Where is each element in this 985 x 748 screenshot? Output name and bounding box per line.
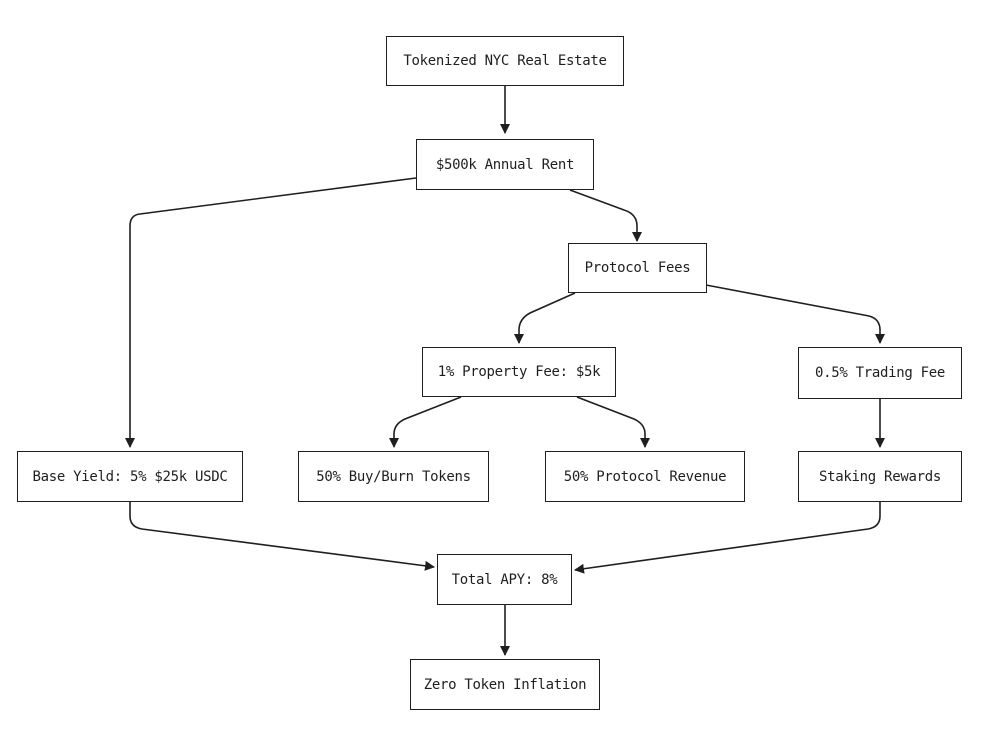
node-label: Tokenized NYC Real Estate <box>403 53 607 69</box>
edge-base-yield-to-total-apy <box>129 502 435 571</box>
node-protocol-fees: Protocol Fees <box>568 243 707 293</box>
node-zero-token-inflation: Zero Token Inflation <box>410 659 600 710</box>
edge-property-fee-to-protocol-revenue <box>576 396 650 448</box>
node-label: Base Yield: 5% $25k USDC <box>32 468 228 485</box>
node-staking-rewards: Staking Rewards <box>798 451 962 502</box>
node-protocol-revenue: 50% Protocol Revenue <box>545 451 745 502</box>
node-base-yield: Base Yield: 5% $25k USDC <box>17 451 243 502</box>
node-buy-burn-tokens: 50% Buy/Burn Tokens <box>298 451 489 502</box>
edge-protocol-fees-to-trading-fee <box>705 284 885 344</box>
node-label: $500k Annual Rent <box>435 156 575 173</box>
node-trading-fee: 0.5% Trading Fee <box>798 347 962 399</box>
edge-annual-rent-to-protocol-fees <box>569 189 642 242</box>
node-tokenized-nyc-real-estate: Tokenized NYC Real Estate <box>386 36 624 86</box>
edge-staking-rewards-to-total-apy <box>574 502 881 574</box>
edge-protocol-fees-to-property-fee <box>514 292 576 344</box>
edge-property-fee-to-buy-burn <box>389 396 462 448</box>
node-label: Zero Token Inflation <box>423 676 587 693</box>
node-label: Staking Rewards <box>819 468 941 485</box>
node-label: 1% Property Fee: $5k <box>437 364 601 380</box>
node-property-fee: 1% Property Fee: $5k <box>422 347 616 397</box>
node-label: Total APY: 8% <box>451 571 558 588</box>
node-label: 0.5% Trading Fee <box>814 365 946 381</box>
node-total-apy: Total APY: 8% <box>437 554 572 605</box>
node-label: Protocol Fees <box>584 260 691 276</box>
edge-annual-rent-to-base-yield <box>125 177 417 448</box>
node-annual-rent: $500k Annual Rent <box>416 139 594 190</box>
node-label: 50% Protocol Revenue <box>563 468 727 485</box>
node-label: 50% Buy/Burn Tokens <box>316 468 471 485</box>
